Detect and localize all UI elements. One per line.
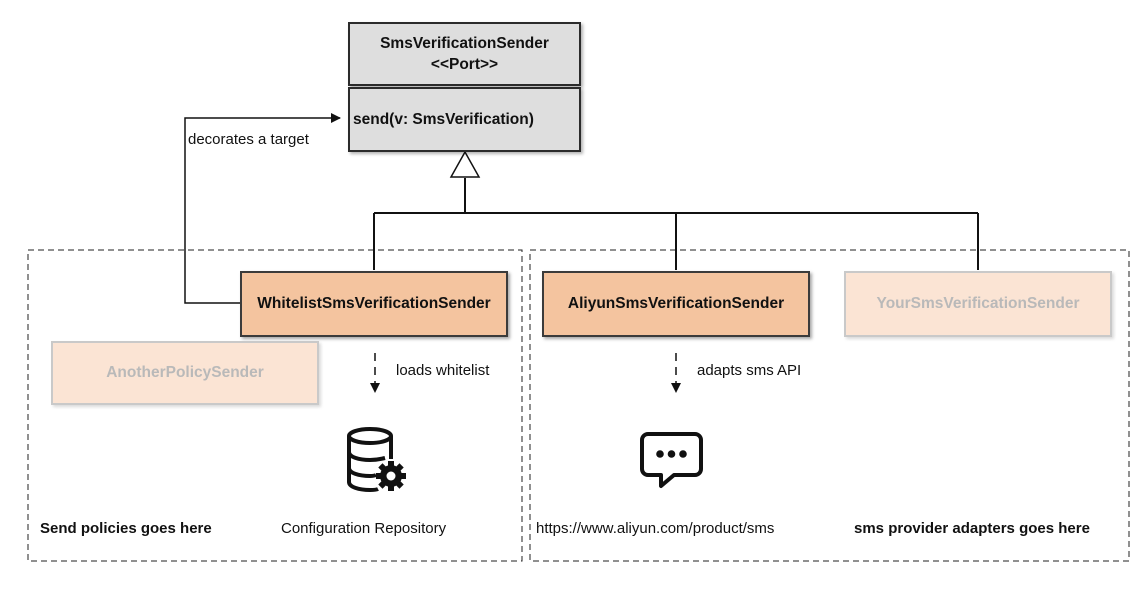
inheritance-connector xyxy=(373,178,979,270)
whitelist-sender-label: WhitelistSmsVerificationSender xyxy=(257,295,491,312)
inheritance-triangle xyxy=(449,150,481,178)
another-policy-label: AnotherPolicySender xyxy=(106,364,264,381)
adapters-group-caption: sms provider adapters goes here xyxy=(854,520,1090,537)
adapters-group-boundary xyxy=(529,249,1130,562)
chat-bubble-icon xyxy=(640,432,703,488)
config-repo-label: Configuration Repository xyxy=(281,520,447,537)
decorates-label: decorates a target xyxy=(188,131,309,148)
aliyun-sender-node: AliyunSmsVerificationSender xyxy=(542,271,810,337)
port-interface-header: SmsVerificationSender <<Port>> xyxy=(348,22,581,86)
aliyun-url-label: https://www.aliyun.com/product/sms xyxy=(536,520,775,537)
another-policy-node: AnotherPolicySender xyxy=(51,341,319,405)
adapts-api-label: adapts sms API xyxy=(697,362,802,379)
database-gear-icon xyxy=(347,427,406,493)
port-name: SmsVerificationSender xyxy=(380,35,549,52)
port-method-signature: send(v: SmsVerification) xyxy=(353,110,534,128)
loads-whitelist-label: loads whitelist xyxy=(396,362,490,379)
policies-group-boundary xyxy=(27,249,523,562)
aliyun-sender-label: AliyunSmsVerificationSender xyxy=(567,295,785,312)
your-sender-node: YourSmsVerificationSender xyxy=(844,271,1112,337)
policies-group-caption: Send policies goes here xyxy=(40,520,212,537)
port-interface-method: send(v: SmsVerification) xyxy=(348,87,581,152)
your-sender-label: YourSmsVerificationSender xyxy=(876,295,1080,312)
port-stereotype: <<Port>> xyxy=(430,56,499,73)
whitelist-sender-node: WhitelistSmsVerificationSender xyxy=(240,271,508,337)
decorates-connector xyxy=(184,113,341,304)
